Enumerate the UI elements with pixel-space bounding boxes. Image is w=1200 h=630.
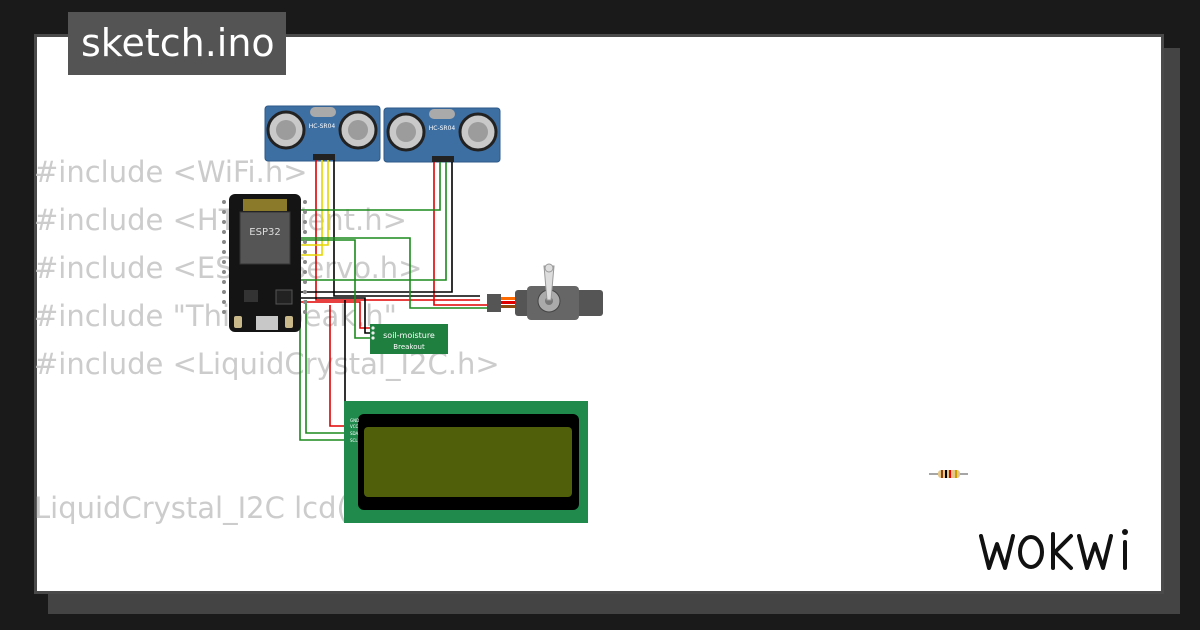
wire [300,162,453,293]
sketch-filename-tab[interactable]: sketch.ino [68,12,286,75]
wire [300,297,372,334]
wire [299,290,350,441]
wire [333,160,480,297]
esp32-label: ESP32 [249,227,280,238]
lcd-display[interactable]: GND VCC SDA SCL [344,401,588,523]
wire [300,160,329,246]
wire [433,162,490,306]
wires [295,160,490,441]
lcd-pin-label: VCC [350,424,359,429]
wire [296,239,372,339]
ultrasonic-sensor-2[interactable]: HC-SR04 [383,107,501,163]
wire [305,300,350,434]
wire [329,305,350,427]
sensor-label: HC-SR04 [309,123,336,130]
resistor[interactable] [929,470,968,478]
sensor-label: HC-SR04 [429,125,456,132]
wire [300,237,490,309]
wire [296,162,447,281]
servo-motor[interactable] [487,263,603,320]
soil-label-line2: Breakout [393,343,425,351]
wire [300,301,372,329]
lcd-pin-label: SDA [350,431,359,436]
wokwi-logo [979,529,1128,570]
lcd-pin-label: GND [350,418,359,423]
wire [315,160,480,301]
soil-label-line1: soil-moisture [383,331,435,340]
wire [296,162,441,211]
soil-moisture-sensor[interactable]: soil-moisture Breakout [370,324,448,354]
ultrasonic-sensor-1[interactable]: HC-SR04 [264,105,381,162]
lcd-pin-label: SCL [350,438,358,443]
esp32-board[interactable]: ESP32 [222,194,307,332]
